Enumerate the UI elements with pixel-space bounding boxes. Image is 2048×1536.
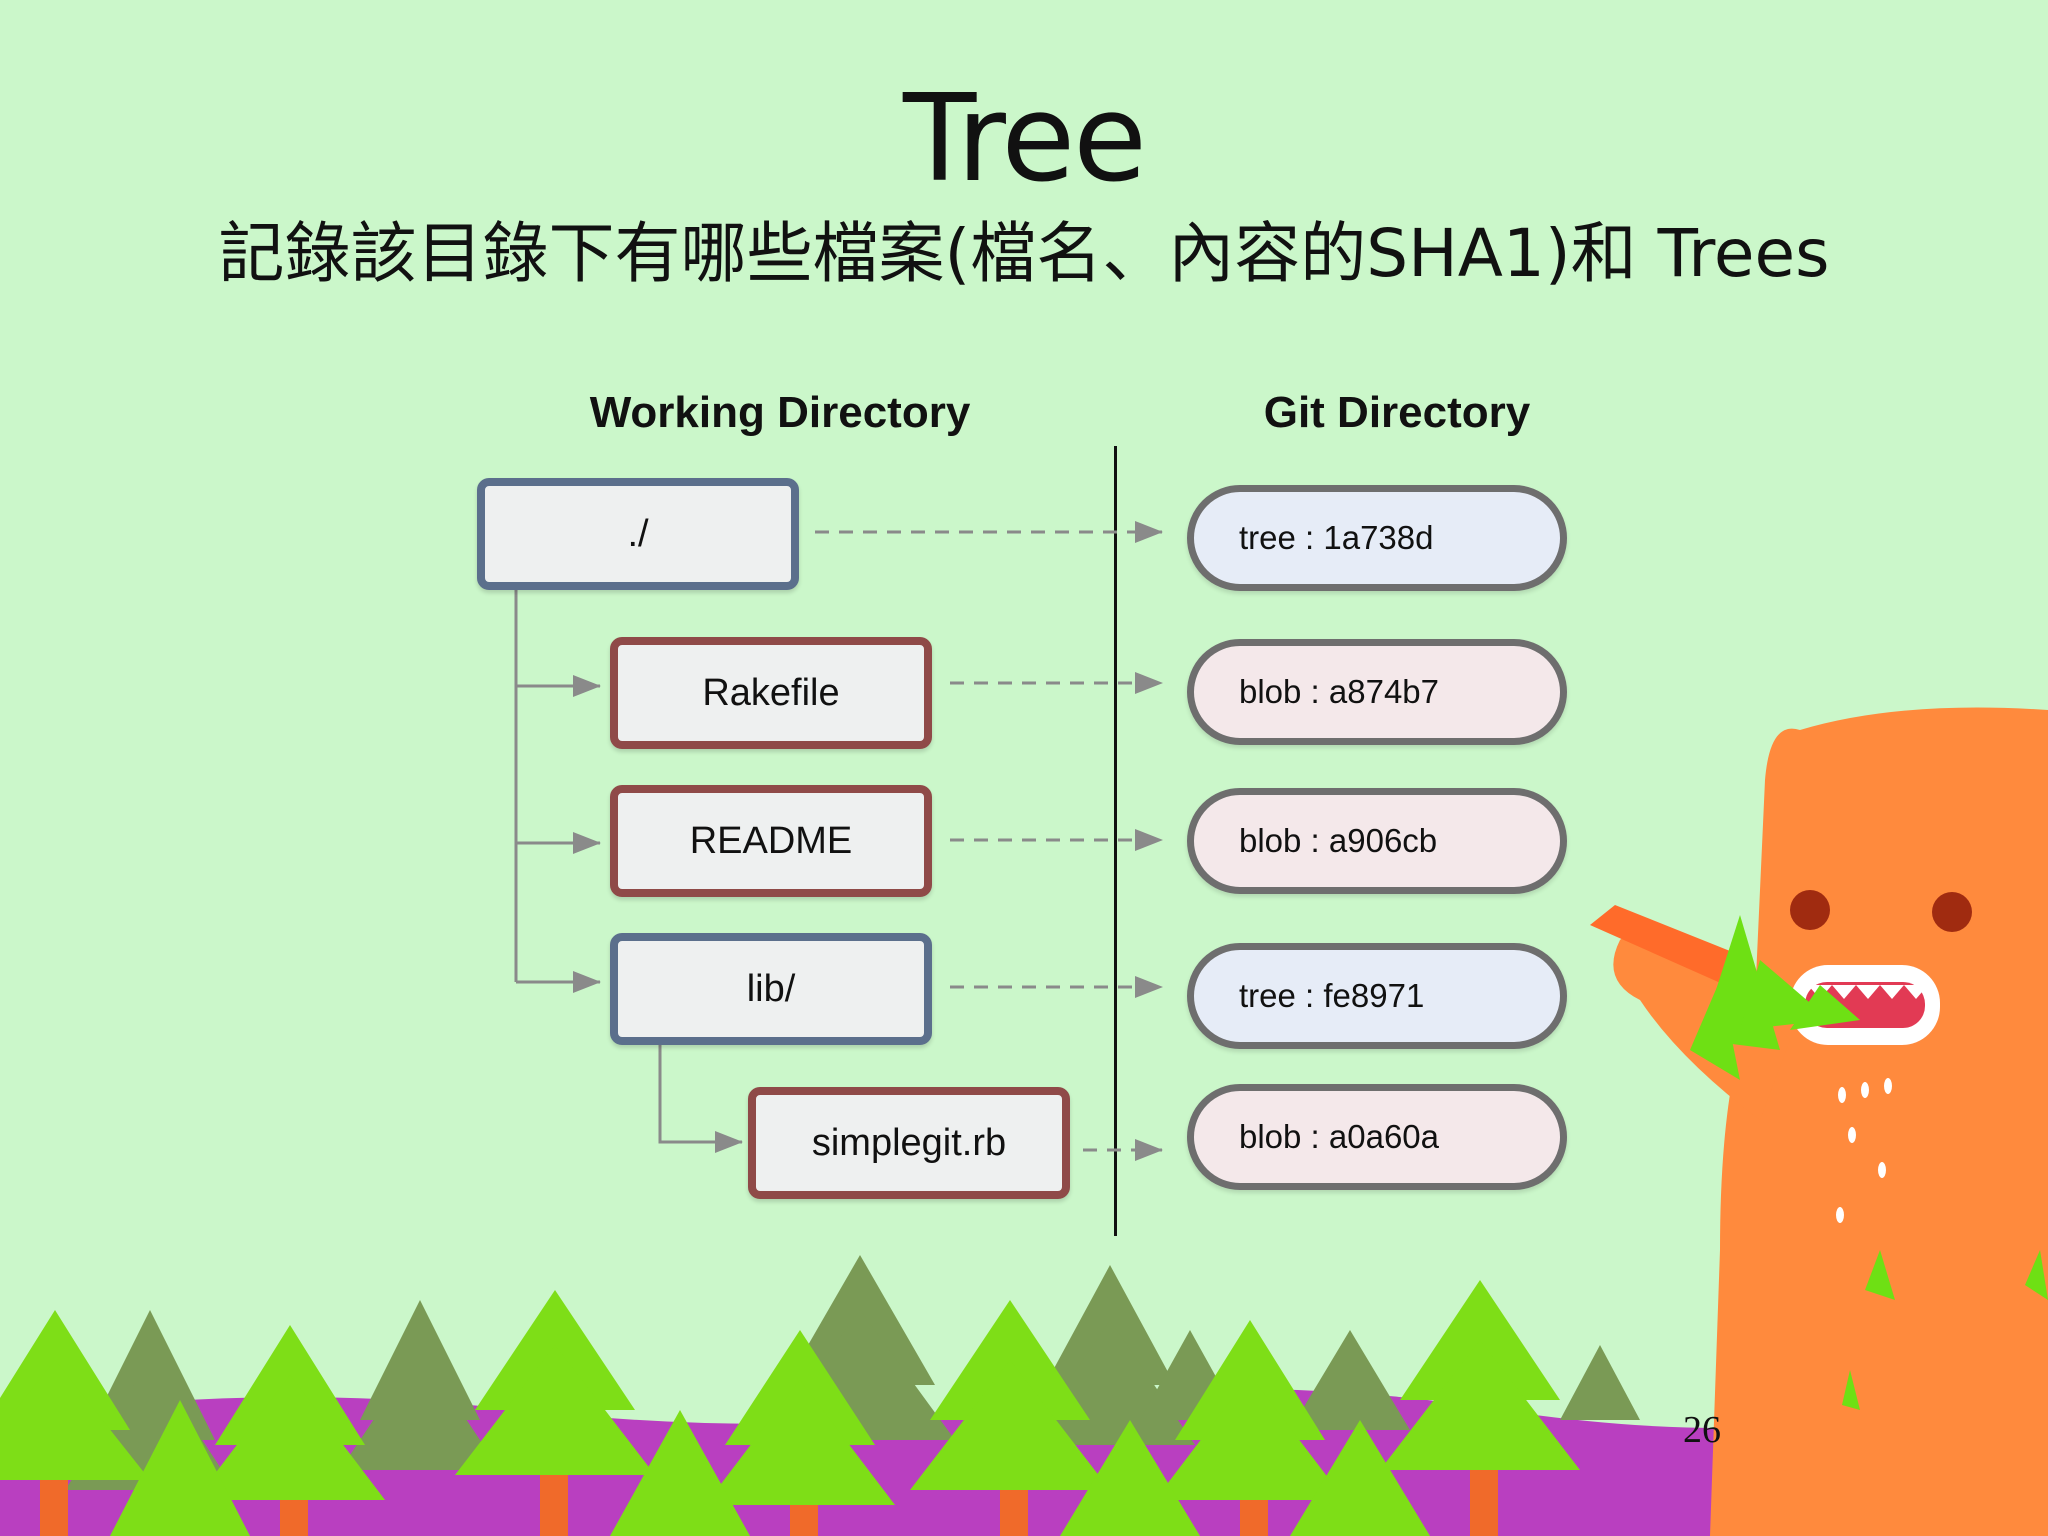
git-object-label: tree : 1a738d: [1239, 519, 1434, 556]
orange-monster: [1590, 707, 2048, 1536]
git-object-label: tree : fe8971: [1239, 977, 1425, 1014]
mapping-arrows: [815, 521, 1163, 1161]
working-item-label: lib/: [746, 967, 796, 1010]
slide-subtitle: 記錄該目錄下有哪些檔案(檔名、內容的SHA1)和 Trees: [218, 215, 1830, 292]
working-item-simplegit[interactable]: simplegit.rb: [748, 1087, 1070, 1199]
git-object-blob-rakefile[interactable]: blob : a874b7: [1187, 639, 1567, 745]
git-object-blob-simplegit[interactable]: blob : a0a60a: [1187, 1084, 1567, 1190]
column-divider: [1114, 446, 1117, 1236]
working-item-label: simplegit.rb: [811, 1121, 1007, 1164]
leaf-branch: [1690, 915, 1860, 1080]
git-object-tree-root[interactable]: tree : 1a738d: [1187, 485, 1567, 591]
working-item-lib[interactable]: lib/: [610, 933, 932, 1045]
front-trees: [0, 1280, 1580, 1536]
git-object-label: blob : a0a60a: [1239, 1118, 1440, 1155]
working-item-root[interactable]: ./: [477, 478, 799, 590]
git-object-label: blob : a906cb: [1239, 822, 1438, 859]
slide-title: Tree: [902, 70, 1147, 209]
working-item-rakefile[interactable]: Rakefile: [610, 637, 932, 749]
working-directory-heading: Working Directory: [589, 388, 971, 437]
page-number: 26: [1683, 1409, 1721, 1451]
working-item-label: Rakefile: [702, 671, 840, 714]
tree-branch-lines: [514, 590, 743, 1153]
drool-drops: [1836, 1078, 1892, 1223]
working-item-label: ./: [627, 512, 649, 555]
git-object-blob-readme[interactable]: blob : a906cb: [1187, 788, 1567, 894]
working-item-readme[interactable]: README: [610, 785, 932, 897]
branch-line-lib-child: [658, 1042, 743, 1153]
git-object-label: blob : a874b7: [1239, 673, 1440, 710]
git-directory-heading: Git Directory: [1263, 388, 1531, 437]
git-object-tree-lib[interactable]: tree : fe8971: [1187, 943, 1567, 1049]
working-item-label: README: [689, 819, 853, 862]
